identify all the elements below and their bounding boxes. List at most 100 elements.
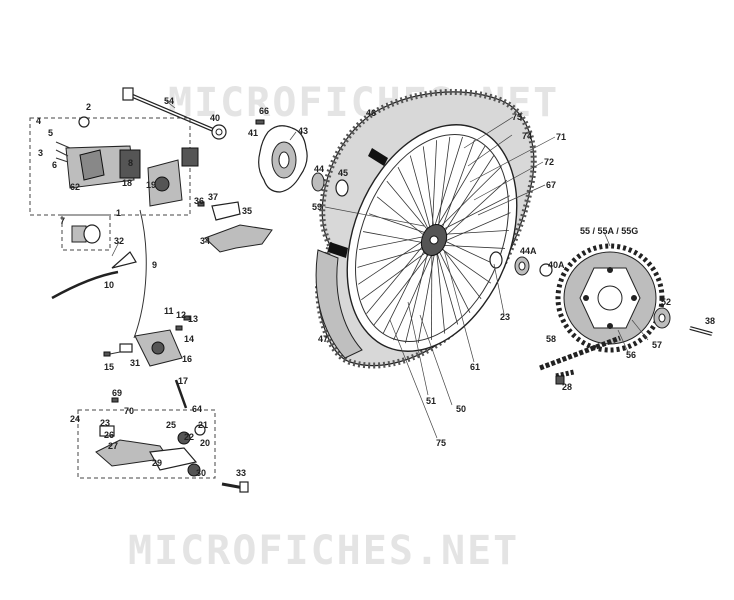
callout-15: 15 [104,362,115,372]
push-rod [174,379,188,409]
tyre-tread [314,89,537,369]
callout-45: 45 [338,168,349,178]
callout-6: 6 [52,160,58,170]
callout-11: 11 [164,306,174,316]
spoke [361,244,437,301]
callout-43: 43 [298,126,309,136]
callout-73: 73 [512,112,523,122]
callout-74: 74 [522,131,533,141]
spoke [373,244,437,326]
brake-hose [51,270,119,300]
tube-section-left [328,242,348,258]
callout-29: 29 [152,458,163,468]
callout-57: 57 [652,340,663,350]
callout-12: 12 [176,310,187,320]
drive-chain [539,335,621,371]
spoke [359,234,433,250]
brake-pad-set [61,214,111,251]
callout-69: 69 [112,388,123,398]
callout-9: 9 [152,260,158,270]
watermark-bottom: MICROFICHES.NET [128,528,520,574]
spoke [435,244,505,249]
spoke [435,212,511,246]
hose-clip [111,251,137,269]
spacer-and-bolt [653,307,713,336]
chain-link [555,369,575,379]
callout-31: 31 [130,358,141,368]
callout-10: 10 [104,280,115,290]
callout-55: 55 / 55A / 55G [580,226,639,236]
callout-51: 51 [426,396,437,406]
callout-18: 18 [122,178,133,188]
callout-52: 52 [661,297,672,307]
spoke [358,234,433,285]
master-cylinder [109,329,183,367]
spoke [435,154,495,246]
leader-lines [111,99,649,439]
callout-72: 72 [544,157,555,167]
spoke [386,180,433,236]
brake-line [133,209,147,339]
tyre-cutaway [315,249,363,359]
callout-21: 21 [198,420,209,430]
callout-13: 13 [188,314,199,324]
callout-7: 7 [60,216,66,226]
callout-59: 59 [312,202,323,212]
axle-nut [211,124,227,140]
spoke [393,244,437,341]
callout-3: 3 [38,148,44,158]
callout-32: 32 [114,236,125,246]
callout-26: 26 [104,430,115,440]
callout-46: 46 [366,108,377,118]
callout-56: 56 [626,350,637,360]
callout-35: 35 [242,206,253,216]
callout-71: 71 [556,132,567,142]
callout-37: 37 [208,192,219,202]
spoke [366,234,433,314]
callout-75: 75 [436,438,447,448]
callout-61: 61 [470,362,481,372]
callout-17: 17 [178,376,189,386]
callout-64: 64 [192,404,203,414]
callout-34: 34 [200,236,211,246]
callout-8: 8 [128,158,134,168]
callout-28: 28 [562,382,573,392]
spoke [435,244,492,284]
callout-20: 20 [200,438,211,448]
rear-wheel [314,89,537,369]
callout-4: 4 [36,116,42,126]
spoke [435,244,446,334]
callout-44a: 44A [520,246,537,256]
callout-70: 70 [124,406,135,416]
callout-14: 14 [184,334,195,344]
callout-30: 30 [196,468,207,478]
hub-center [429,235,439,245]
callout-27: 27 [108,441,119,451]
spoke [409,155,433,236]
callout-67: 67 [546,180,557,190]
spoke [431,140,437,236]
callout-58: 58 [546,334,557,344]
axle [122,87,219,134]
wheel-spacers [311,172,553,277]
callout-38: 38 [705,316,716,326]
spoke [431,195,510,236]
callout-36: 36 [194,196,205,206]
pedal-assembly-box [77,409,216,479]
brake-disc [258,125,308,193]
callout-25: 25 [166,420,177,430]
callout-44: 44 [314,164,325,174]
callout-5: 5 [48,128,54,138]
callout-54: 54 [164,96,175,106]
callout-40a: 40A [548,260,565,270]
callout-50: 50 [456,404,467,414]
spoke [431,145,486,236]
callout-62: 62 [70,182,81,192]
callout-40: 40 [210,113,221,123]
misc-bolts [103,119,565,403]
callout-1: 1 [116,208,122,218]
callout-19: 19 [146,180,157,190]
callout-16: 16 [182,354,193,364]
